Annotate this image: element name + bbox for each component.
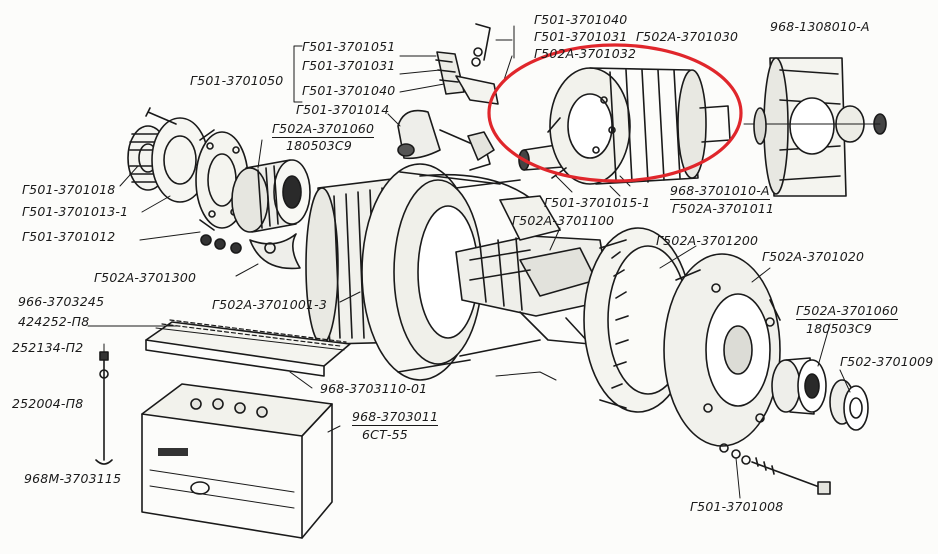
battery-rod (95, 351, 113, 465)
part-label: Г502А-3701030 (636, 29, 739, 44)
leader-lines (87, 25, 851, 499)
part-label: 252004-П8 (12, 396, 84, 411)
part-label: 966-3703245 (18, 294, 105, 309)
part-label: Г501-3701014 (296, 102, 390, 117)
highlight-circle (487, 43, 743, 183)
part-label: 968-3703011 (352, 409, 439, 426)
brush-parts (397, 23, 499, 171)
clamp-bracket (249, 233, 301, 270)
part-label: Г502А-3701001-3 (212, 297, 328, 312)
part-label: Г501-3701013-1 (22, 204, 129, 219)
part-label: 968-3703110-01 (320, 381, 428, 396)
rear-bearings (771, 357, 869, 431)
upper-rotor-assembly (518, 67, 731, 185)
part-label: Г501-3701051 (302, 39, 396, 54)
part-label: Г501-3701031 (302, 58, 396, 73)
part-label: Г501-3701050 (190, 73, 284, 88)
part-label: Г502А-3701060 (272, 121, 375, 138)
mount-plate (145, 319, 351, 377)
part-label: Г502А-3701200 (656, 233, 759, 248)
part-label: Г502А-3701100 (512, 213, 615, 228)
part-label: 968-1308010-А (770, 19, 870, 34)
through-bolt (719, 443, 831, 495)
part-label: Г502А-3701020 (762, 249, 865, 264)
part-label: Г501-3701018 (22, 182, 116, 197)
part-label: 968М-3703115 (24, 471, 122, 486)
part-label: Г501-3701040 (302, 83, 396, 98)
part-label: 424252-П8 (18, 314, 90, 329)
part-label: 968-3701010-А (670, 183, 770, 200)
part-label: 6СТ-55 (362, 427, 408, 442)
rotor (455, 195, 611, 345)
rear-cover (663, 253, 781, 447)
part-label: Г501-3701012 (22, 229, 116, 244)
part-label: Г502А-3701060 (796, 303, 899, 320)
part-label: Г501-3701031 (534, 29, 628, 44)
part-label: Г502А-3701300 (94, 270, 197, 285)
part-label: Г502-3701009 (840, 354, 934, 369)
part-label: Г501-3701015-1 (544, 195, 651, 210)
part-label: Г501-3701040 (534, 12, 628, 27)
part-label: 252134-П2 (12, 340, 84, 355)
part-label: Г502А-3701032 (534, 46, 637, 61)
front-bearing (200, 159, 311, 254)
part-label: 180503С9 (286, 138, 352, 153)
pulley-assembly (127, 107, 249, 231)
part-label: Г502А-3701011 (672, 201, 775, 216)
battery (141, 383, 333, 539)
fan-pulley (743, 57, 887, 197)
stator-housing (305, 163, 561, 381)
part-label: 180503С9 (806, 321, 872, 336)
part-label: Г501-3701008 (690, 499, 784, 514)
